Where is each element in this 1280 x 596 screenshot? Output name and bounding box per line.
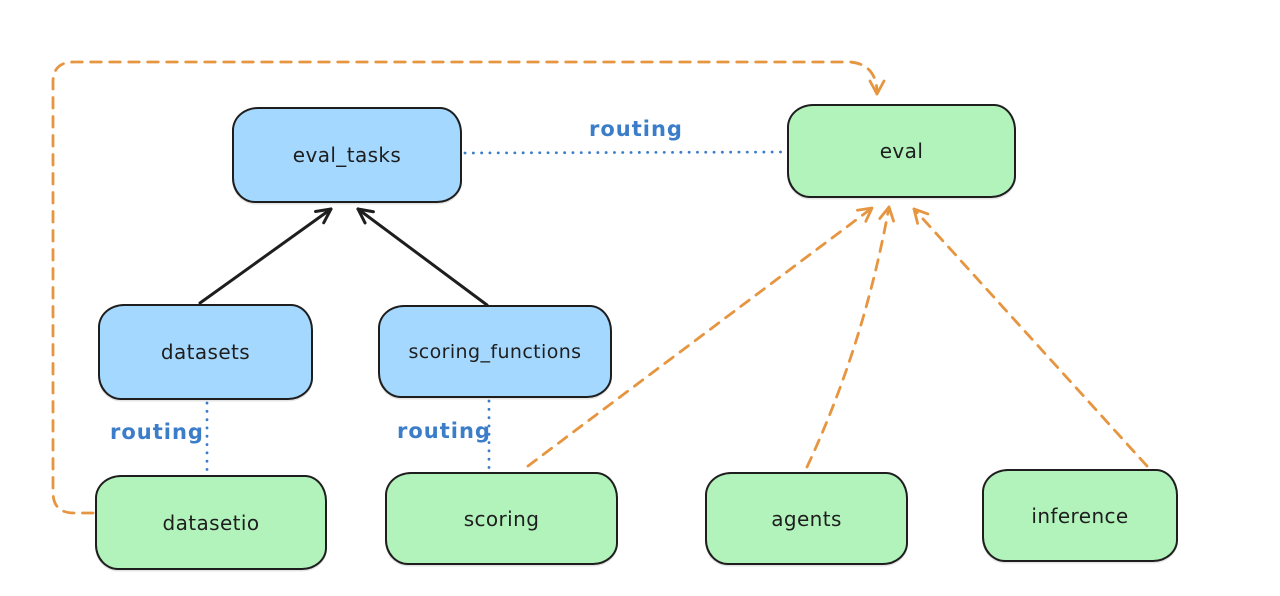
routing-label-datasets-datasetio: routing: [110, 420, 204, 444]
routing-label-eval-tasks-eval: routing: [589, 117, 683, 141]
edge-inference-to-eval: [912, 207, 1149, 468]
node-eval-tasks: eval_tasks: [232, 107, 462, 203]
node-eval: eval: [787, 104, 1016, 198]
edge-agents-to-eval: [805, 205, 895, 469]
node-agents-label: agents: [771, 506, 842, 531]
node-eval-tasks-label: eval_tasks: [292, 143, 402, 167]
node-scoring-functions-label: scoring_functions: [408, 340, 582, 363]
node-scoring-functions: scoring_functions: [378, 305, 612, 398]
node-datasets-label: datasets: [160, 340, 251, 364]
node-scoring: scoring: [385, 472, 618, 565]
node-inference: inference: [982, 469, 1178, 562]
node-datasetio: datasetio: [95, 475, 327, 570]
edge-datasetio-to-eval-loop: [51, 60, 886, 515]
node-eval-label: eval: [879, 139, 924, 163]
node-agents: agents: [705, 472, 908, 565]
node-datasetio-label: datasetio: [162, 510, 260, 535]
edge-datasets-to-eval_tasks: [198, 207, 333, 305]
node-scoring-label: scoring: [463, 506, 540, 531]
node-datasets: datasets: [98, 304, 313, 400]
routing-label-scoring-functions-scoring: routing: [397, 419, 491, 443]
edge-scoring-to-eval: [526, 206, 874, 468]
node-inference-label: inference: [1031, 503, 1129, 528]
edge-eval_tasks-to-eval-routing: [463, 150, 787, 155]
edge-scoring_functions-to-eval_tasks: [356, 207, 489, 307]
